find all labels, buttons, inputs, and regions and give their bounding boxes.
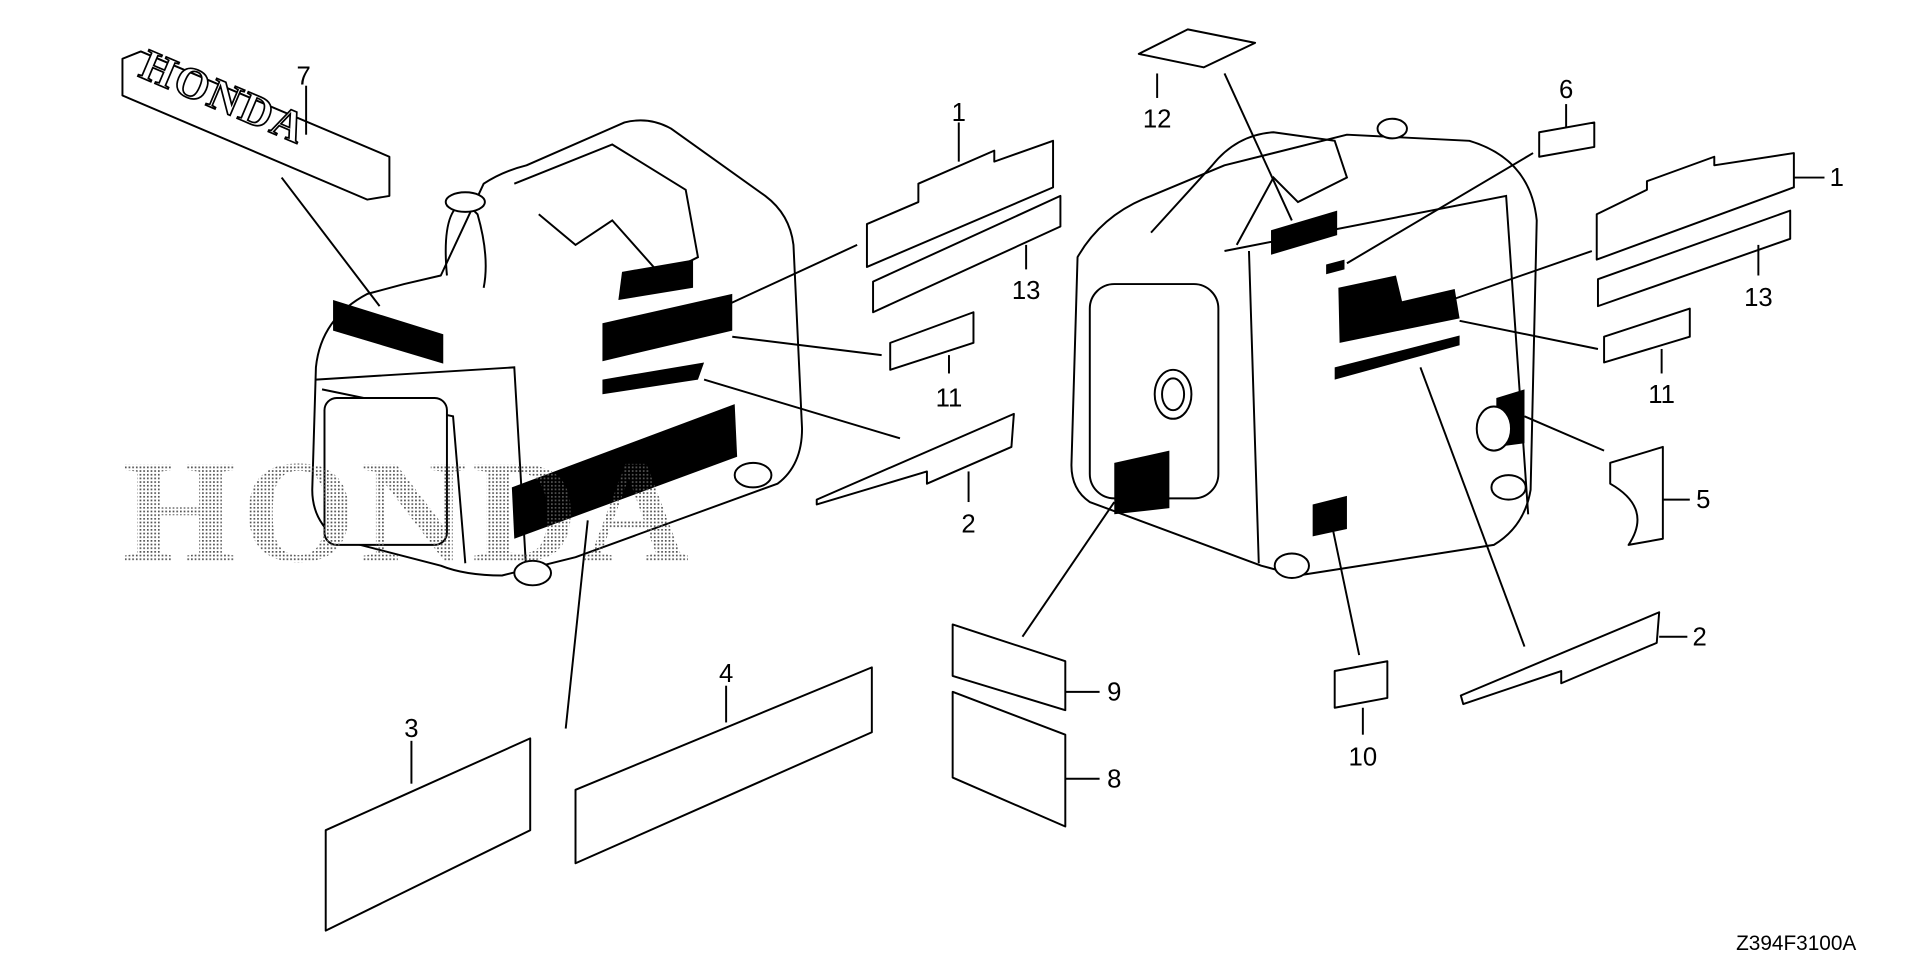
callout-12: 12 <box>1143 105 1172 133</box>
callout-2-left: 2 <box>961 511 975 539</box>
decal-shapes <box>324 28 1795 932</box>
callout-1-left: 1 <box>952 99 966 127</box>
leader-lines <box>280 73 1825 784</box>
generator-left-view <box>311 119 804 587</box>
callout-4: 4 <box>719 660 733 688</box>
callout-13-left: 13 <box>1012 277 1041 305</box>
callout-13-right: 13 <box>1744 284 1773 312</box>
honda-emblem-decal: HONDA <box>121 39 391 201</box>
callout-8: 8 <box>1107 765 1121 793</box>
diagram-code: Z394F3100A <box>1736 932 1856 955</box>
callout-11-left: 11 <box>936 385 963 413</box>
callout-10: 10 <box>1349 743 1378 771</box>
honda-watermark: HONDA <box>122 430 693 593</box>
callout-5: 5 <box>1696 486 1710 514</box>
callout-1-right: 1 <box>1830 164 1844 192</box>
callout-2-right: 2 <box>1692 623 1706 651</box>
callout-11-right: 11 <box>1648 381 1675 409</box>
callout-6: 6 <box>1559 76 1573 104</box>
generator-right-view <box>1070 117 1538 579</box>
callout-labels: 7 1 13 11 2 3 4 12 6 1 13 11 5 2 9 8 10 <box>297 62 1844 793</box>
callout-9: 9 <box>1107 678 1121 706</box>
callout-7: 7 <box>297 62 311 90</box>
callout-3: 3 <box>404 715 418 743</box>
